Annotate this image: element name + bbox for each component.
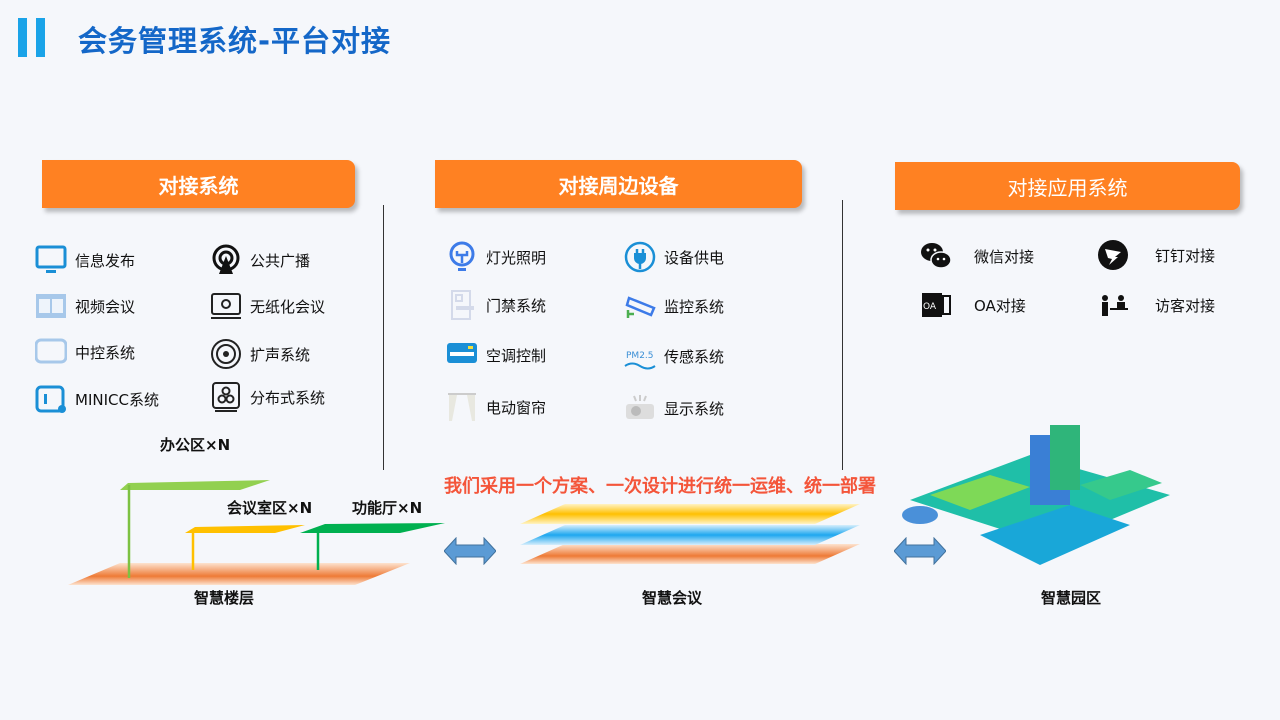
camera-icon (625, 296, 656, 318)
item-label: MINICC系统 (75, 390, 159, 409)
slogan: 我们采用一个方案、一次设计进行统一运维、统一部署 (444, 476, 876, 497)
item-info-release: 信息发布 (35, 244, 135, 276)
curtain-icon (448, 393, 476, 421)
item-label: 显示系统 (664, 399, 725, 418)
item-label: 灯光照明 (486, 248, 547, 267)
item-public-broadcast: 公共广播 (210, 244, 310, 276)
double-arrow-icon (444, 537, 496, 565)
item-access-control: 门禁系统 (446, 289, 546, 321)
item-sensor: PM2.5 传感系统 (624, 340, 724, 372)
meeting-zone-label: 会议室区×N (227, 499, 313, 517)
door-lock-icon (451, 290, 474, 320)
smart-floor-diagram (68, 480, 445, 585)
item-label: 钉钉对接 (1155, 246, 1216, 265)
item-label: 中控系统 (75, 343, 136, 362)
item-label: 无纸化会议 (250, 297, 326, 316)
item-label: 门禁系统 (486, 296, 547, 315)
visitor-icon (1102, 295, 1128, 316)
pm25-sensor-icon: PM2.5 (624, 351, 656, 370)
item-label: 视频会议 (75, 297, 136, 316)
item-minicc: MINICC系统 (35, 383, 159, 415)
smart-meeting-label: 智慧会议 (642, 589, 703, 607)
dingtalk-icon (1098, 240, 1128, 270)
title-accent-bar (36, 18, 45, 57)
item-label: 电动窗帘 (486, 398, 547, 417)
item-label: 监控系统 (664, 297, 725, 316)
item-paperless: 无纸化会议 (210, 290, 325, 322)
item-label: 扩声系统 (250, 345, 311, 364)
office-zone-label: 办公区×N (160, 436, 231, 454)
plug-icon (624, 241, 656, 273)
speaker-icon (211, 339, 241, 369)
floor-plane (68, 563, 410, 585)
layer-blue (520, 525, 860, 545)
item-curtain: 电动窗帘 (446, 391, 546, 423)
section-header-apps: 对接应用系统 (895, 162, 1240, 210)
item-display: 显示系统 (624, 392, 724, 424)
meeting-plane (185, 525, 305, 533)
item-wechat: 微信对接 (920, 240, 1034, 272)
page-title: 会务管理系统-平台对接 (78, 24, 392, 58)
divider (842, 200, 843, 470)
item-distributed: 分布式系统 (210, 381, 325, 413)
divider (383, 205, 384, 470)
title-accent-bar (18, 18, 27, 57)
item-video-conference: 视频会议 (35, 290, 135, 322)
layer-orange (520, 544, 860, 564)
monitor-icon (35, 245, 67, 273)
item-lighting: 灯光照明 (446, 241, 546, 273)
air-conditioner-icon (447, 343, 477, 363)
wechat-icon (921, 243, 952, 269)
hall-plane (300, 523, 445, 533)
oa-icon: OA (922, 293, 951, 317)
film-icon (36, 294, 66, 318)
item-label: 信息发布 (75, 251, 136, 270)
distributed-icon (212, 382, 240, 412)
item-central-control: 中控系统 (35, 336, 135, 368)
item-power: 设备供电 (624, 241, 724, 273)
smart-floor-label: 智慧楼层 (194, 589, 255, 607)
smart-meeting-layers (520, 504, 860, 564)
projector-icon (626, 395, 654, 419)
double-arrow-icon (894, 537, 946, 565)
svg-text:OA: OA (923, 302, 937, 312)
item-label: OA对接 (974, 296, 1026, 315)
item-label: 微信对接 (974, 247, 1035, 266)
item-label: 设备供电 (664, 248, 725, 267)
item-label: 访客对接 (1155, 296, 1216, 315)
section-header-devices: 对接周边设备 (435, 160, 802, 208)
section-header-systems: 对接系统 (42, 160, 355, 208)
layer-yellow (520, 504, 860, 524)
laptop-icon (211, 293, 241, 319)
office-plane (120, 480, 270, 490)
item-dingtalk: 钉钉对接 (1097, 239, 1215, 271)
broadcast-icon (212, 244, 240, 274)
function-hall-label: 功能厅×N (352, 499, 423, 517)
item-label: 传感系统 (664, 347, 725, 366)
item-label: 分布式系统 (250, 388, 326, 407)
bulb-icon (449, 241, 475, 271)
item-oa: OA OA对接 (920, 289, 1026, 321)
item-surveillance: 监控系统 (624, 290, 724, 322)
control-panel-icon (35, 385, 66, 413)
item-air-conditioning: 空调控制 (446, 339, 546, 371)
smart-park-illustration (902, 425, 1170, 565)
item-label: 空调控制 (486, 346, 547, 365)
svg-text:PM2.5: PM2.5 (626, 351, 654, 361)
item-label: 公共广播 (250, 251, 311, 270)
tv-icon (35, 338, 67, 364)
smart-park-label: 智慧园区 (1041, 589, 1102, 607)
item-sound-reinforcement: 扩声系统 (210, 338, 310, 370)
item-visitor: 访客对接 (1097, 289, 1215, 321)
